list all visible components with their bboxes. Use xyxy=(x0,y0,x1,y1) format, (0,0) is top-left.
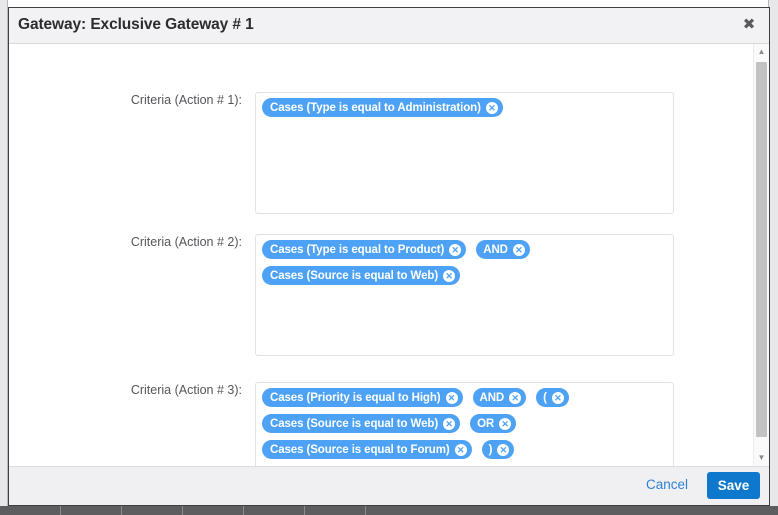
pill-label: Cases (Source is equal to Forum) xyxy=(270,443,450,456)
criteria-pill-line: Cases (Source is equal to Web) ✕ OR ✕ xyxy=(262,414,667,436)
criteria-pill-line: Cases (Type is equal to Administration) ✕ xyxy=(262,98,667,120)
operator-pill[interactable]: AND ✕ xyxy=(476,240,530,259)
pill-remove-icon[interactable]: ✕ xyxy=(499,417,512,430)
dialog-header: Gateway: Exclusive Gateway # 1 ✖ xyxy=(9,8,769,44)
operator-pill[interactable]: (✕ xyxy=(536,388,569,407)
scrollbar-thumb[interactable] xyxy=(756,62,767,437)
page-left-rail xyxy=(0,0,8,515)
criteria-input-box[interactable]: Cases (Type is equal to Product)✕AND✕Cas… xyxy=(255,234,674,356)
pill-label: OR xyxy=(477,417,495,430)
criteria-input-box[interactable]: Cases (Priority is equal to High)✕AND✕(✕… xyxy=(255,382,674,466)
condition-pill[interactable]: Cases (Type is equal to Product) ✕ xyxy=(262,240,467,259)
criteria-pill-line: Cases (Source is equal to Forum)✕)✕ xyxy=(262,440,667,462)
scroll-up-arrow-icon[interactable]: ▲ xyxy=(757,47,766,56)
scroll-down-arrow-icon[interactable]: ▼ xyxy=(757,453,766,462)
save-button[interactable]: Save xyxy=(707,472,760,499)
criteria-pill-line: Cases (Priority is equal to High)✕AND✕(✕ xyxy=(262,388,667,410)
criteria-pill-line: Cases (Type is equal to Product) ✕ AND ✕ xyxy=(262,240,667,262)
pill-remove-icon[interactable]: ✕ xyxy=(551,391,564,404)
vertical-scrollbar[interactable]: ▲ ▼ xyxy=(753,44,769,466)
pill-remove-icon[interactable]: ✕ xyxy=(443,269,456,282)
condition-pill[interactable]: Cases (Priority is equal to High) ✕ xyxy=(262,388,463,407)
page-backdrop-top xyxy=(0,0,778,8)
cancel-button[interactable]: Cancel xyxy=(645,477,688,492)
operator-pill[interactable]: OR ✕ xyxy=(470,414,517,433)
pill-label: Cases (Type is equal to Administration) xyxy=(270,101,481,114)
pill-label: AND xyxy=(483,243,508,256)
criteria-input-box[interactable]: Cases (Type is equal to Administration) ✕ xyxy=(255,92,674,214)
condition-pill[interactable]: Cases (Source is equal to Web) ✕ xyxy=(262,266,461,285)
pill-remove-icon[interactable]: ✕ xyxy=(497,443,510,456)
criteria-label: Criteria (Action # 2): xyxy=(130,235,242,249)
pill-label: Cases (Priority is equal to High) xyxy=(270,391,441,404)
pill-remove-icon[interactable]: ✕ xyxy=(449,243,462,256)
pill-remove-icon[interactable]: ✕ xyxy=(445,391,458,404)
criteria-pill-line: Cases (Source is equal to Web) ✕ xyxy=(262,266,667,288)
criteria-scroll-viewport: Criteria (Action # 1): Cases (Type is equ… xyxy=(9,44,755,466)
close-icon[interactable]: ✖ xyxy=(742,16,756,33)
pill-remove-icon[interactable]: ✕ xyxy=(509,391,522,404)
dialog-body: Criteria (Action # 1): Cases (Type is equ… xyxy=(9,44,769,466)
dialog-footer: Cancel Save xyxy=(9,466,769,505)
pill-remove-icon[interactable]: ✕ xyxy=(512,243,525,256)
pill-label: ( xyxy=(543,391,547,404)
pill-label: Cases (Type is equal to Product) xyxy=(270,243,445,256)
pill-remove-icon[interactable]: ✕ xyxy=(485,101,498,114)
pill-label: Cases (Source is equal to Web) xyxy=(270,269,439,282)
pill-label: ) xyxy=(488,443,493,456)
pill-remove-icon[interactable]: ✕ xyxy=(443,417,456,430)
operator-pill[interactable]: )✕ xyxy=(481,440,515,459)
dialog-title: Gateway: Exclusive Gateway # 1 xyxy=(18,16,254,33)
pill-label: AND xyxy=(479,391,505,404)
gateway-dialog: Gateway: Exclusive Gateway # 1 ✖ Criteri… xyxy=(8,7,770,506)
criteria-label: Criteria (Action # 1): xyxy=(130,93,242,107)
condition-pill[interactable]: Cases (Source is equal to Web) ✕ xyxy=(262,414,461,433)
condition-pill[interactable]: Cases (Type is equal to Administration) ✕ xyxy=(262,98,503,117)
page-bottom-bar xyxy=(0,506,778,515)
pill-label: Cases (Source is equal to Web) xyxy=(270,417,439,430)
pill-remove-icon[interactable]: ✕ xyxy=(454,443,467,456)
criteria-label: Criteria (Action # 3): xyxy=(130,383,242,397)
operator-pill[interactable]: AND ✕ xyxy=(472,388,527,407)
condition-pill[interactable]: Cases (Source is equal to Forum) ✕ xyxy=(262,440,472,459)
